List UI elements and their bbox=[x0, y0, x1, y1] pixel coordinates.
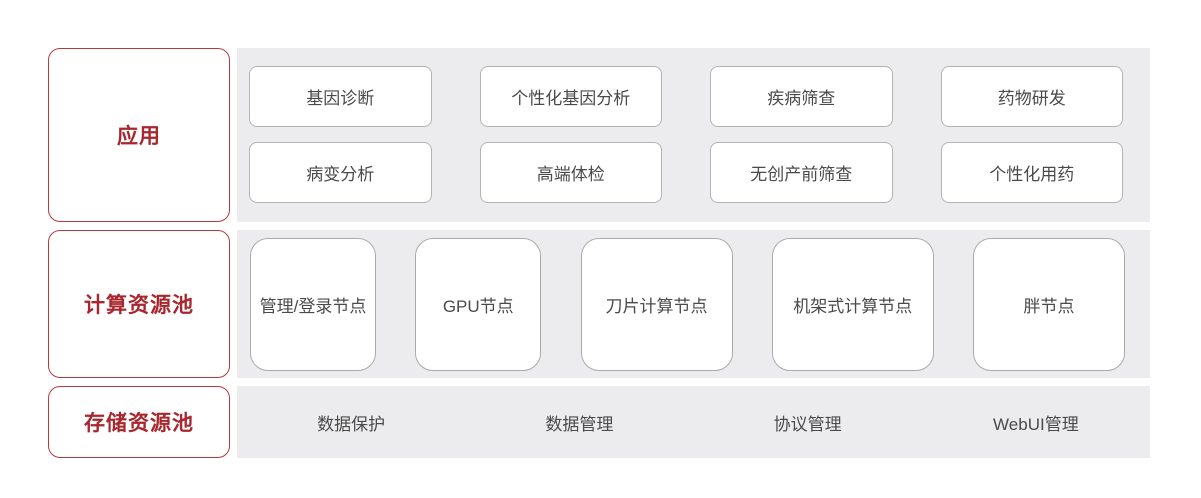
app-cell-lesion-analysis: 病变分析 bbox=[249, 142, 432, 203]
app-cell-label: 药物研发 bbox=[997, 89, 1066, 108]
storage-item-protocol-management: 协议管理 bbox=[773, 414, 842, 434]
compute-node-gpu: GPU节点 bbox=[415, 237, 542, 371]
storage-item-webui-management: WebUI管理 bbox=[993, 414, 1079, 434]
row-label-applications-text: 应用 bbox=[117, 125, 161, 148]
row-label-compute-pool: 计算资源池 bbox=[48, 230, 230, 378]
compute-node-label: 管理/登录节点 bbox=[259, 296, 367, 316]
app-cell-gene-diagnosis: 基因诊断 bbox=[249, 66, 432, 127]
storage-item-data-protection: 数据保护 bbox=[317, 414, 386, 434]
app-cell-label: 个性化用药 bbox=[989, 165, 1075, 184]
app-cell-label: 疾病筛查 bbox=[767, 89, 836, 108]
compute-node-label: GPU节点 bbox=[442, 296, 514, 316]
app-cell-disease-screening: 疾病筛查 bbox=[710, 66, 893, 127]
compute-node-rack: 机架式计算节点 bbox=[771, 237, 934, 371]
app-cell-label: 个性化基因分析 bbox=[511, 89, 631, 108]
app-cell-personalized-gene-analysis: 个性化基因分析 bbox=[479, 66, 662, 127]
app-cell-label: 基因诊断 bbox=[306, 89, 375, 108]
app-cell-label: 高端体检 bbox=[536, 165, 605, 184]
applications-band: 基因诊断 个性化基因分析 疾病筛查 药物研发 病变分析 高端体检 无创产前筛查 … bbox=[237, 48, 1150, 222]
row-label-storage-pool: 存储资源池 bbox=[48, 386, 230, 458]
compute-node-management-login: 管理/登录节点 bbox=[250, 237, 376, 371]
storage-band: 数据保护 数据管理 协议管理 WebUI管理 bbox=[237, 386, 1150, 458]
row-label-storage-pool-text: 存储资源池 bbox=[84, 412, 194, 435]
compute-node-blade: 刀片计算节点 bbox=[580, 237, 733, 371]
compute-node-label: 机架式计算节点 bbox=[793, 296, 913, 316]
compute-node-label: 刀片计算节点 bbox=[605, 296, 708, 316]
app-cell-label: 无创产前筛查 bbox=[750, 165, 853, 184]
compute-band: 管理/登录节点 GPU节点 刀片计算节点 机架式计算节点 胖节点 bbox=[237, 230, 1150, 378]
compute-node-label: 胖节点 bbox=[1023, 296, 1075, 316]
app-cell-drug-development: 药物研发 bbox=[940, 66, 1123, 127]
compute-node-fat: 胖节点 bbox=[973, 237, 1125, 371]
storage-item-data-management: 数据管理 bbox=[545, 414, 614, 434]
row-label-compute-pool-text: 计算资源池 bbox=[84, 294, 194, 317]
app-cell-personalized-medication: 个性化用药 bbox=[940, 142, 1123, 203]
row-label-applications: 应用 bbox=[48, 48, 230, 222]
app-cell-noninvasive-prenatal-screening: 无创产前筛查 bbox=[710, 142, 893, 203]
app-cell-label: 病变分析 bbox=[306, 165, 375, 184]
app-cell-premium-checkup: 高端体检 bbox=[479, 142, 662, 203]
